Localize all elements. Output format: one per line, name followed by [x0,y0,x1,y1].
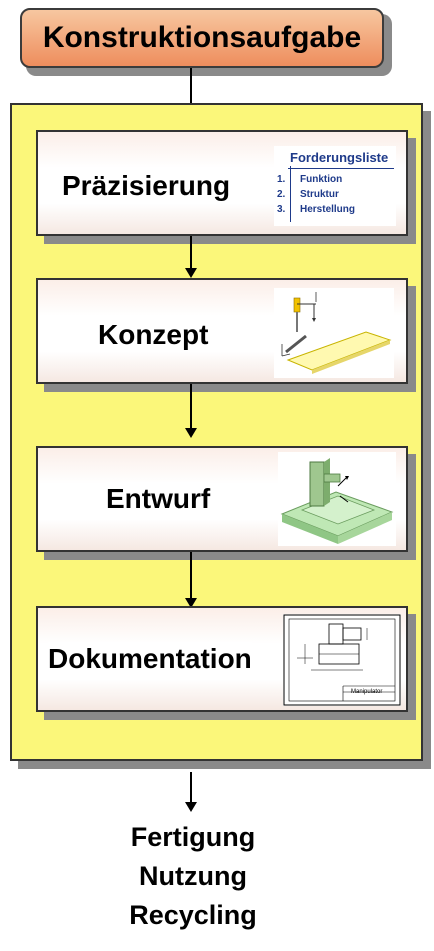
fl-num: 2. [277,189,286,200]
arrow-line [190,552,192,598]
arrow-line [190,236,192,268]
drawing-label: Manipulator [351,689,383,695]
title-box: Konstruktionsaufgabe [20,8,384,68]
fl-num: 3. [277,204,286,215]
arrow-line [190,68,192,114]
step-box-entwurf: Entwurf [36,446,408,552]
design-model-image [278,452,396,546]
arrow-head [185,428,197,438]
divider [290,166,291,222]
outcome-text: Nutzung [139,861,247,891]
arrow-line [190,772,192,802]
concept-sketch-svg [281,292,392,374]
fl-text: Funktion [300,174,343,185]
design-model-svg [280,458,394,544]
outcome-text: Recycling [129,900,257,930]
fl-text: Herstellung [300,204,356,215]
concept-sketch-image [274,288,394,378]
step-box-dokumentation: Dokumentation Manipulator [36,606,408,712]
arrow-line [190,384,192,428]
step-label: Dokumentation [48,642,252,676]
arrow-head [185,268,197,278]
step-box-konzept: Konzept [36,278,408,384]
step-label: Konzept [98,318,209,352]
forderungsliste-thumbnail: Forderungsliste 1. Funktion 2. Struktur … [274,146,396,226]
technical-drawing-image: Manipulator [283,614,401,706]
outcome-text: Fertigung [130,822,256,852]
forderungsliste-title: Forderungsliste [290,150,389,165]
divider [288,168,394,169]
step-box-praezisierung: Präzisierung Forderungsliste 1. Funktion… [36,130,408,236]
step-label: Entwurf [106,482,211,516]
fl-num: 1. [277,174,286,185]
technical-drawing-svg [283,614,401,706]
fl-text: Struktur [300,189,339,200]
arrow-head [185,802,197,812]
step-label: Präzisierung [62,169,231,203]
arrow-head [185,598,197,608]
title-text: Konstruktionsaufgabe [42,21,362,54]
